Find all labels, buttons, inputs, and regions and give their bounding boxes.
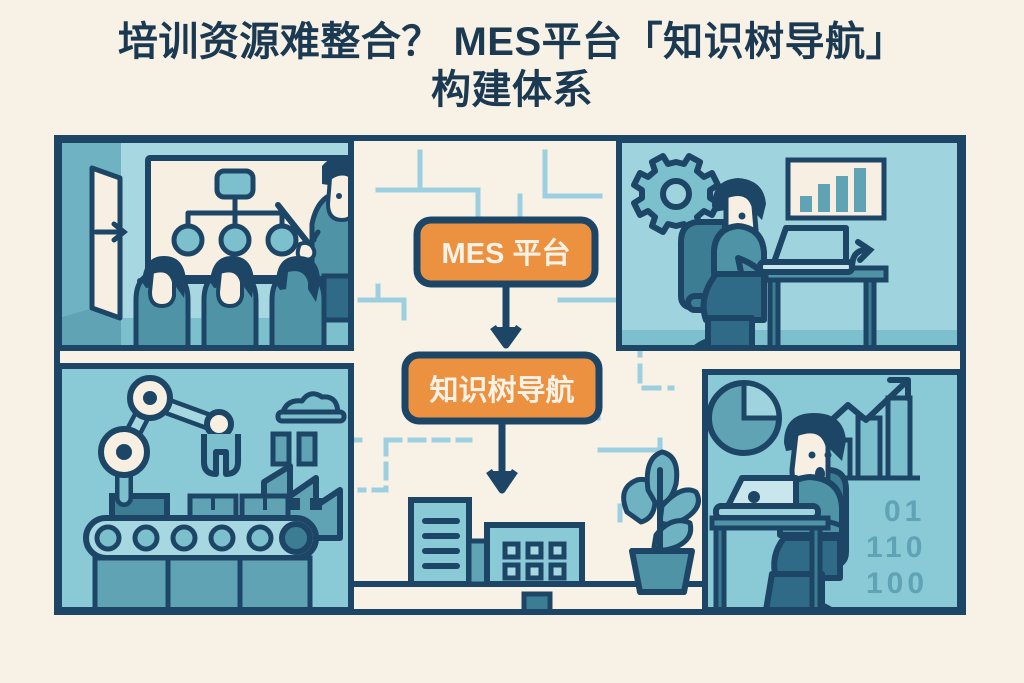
analyst-laptop xyxy=(713,475,821,521)
trace-3 xyxy=(542,149,603,199)
conveyor-belt xyxy=(83,515,319,610)
tall-building xyxy=(408,497,490,587)
robotic-arm xyxy=(98,375,241,527)
student-3 xyxy=(269,256,327,348)
binary-line-1: 01 xyxy=(884,495,925,528)
outer-frame xyxy=(54,135,966,615)
page-title-text: 培训资源难整合？ MES平台「知识树导航」 xyxy=(117,20,907,64)
laptop xyxy=(757,225,855,275)
panel-office-analytics xyxy=(616,137,963,351)
node-knowledge-tree-label: 知识树导航 xyxy=(429,373,574,407)
binary-line-2: 110 xyxy=(866,531,926,564)
bar-chart-poster xyxy=(785,157,887,221)
potted-plant xyxy=(621,449,701,595)
student-1 xyxy=(133,256,191,348)
trace-5 xyxy=(357,297,407,321)
worker-at-laptop xyxy=(700,178,769,348)
flow-diagram: MES 平台 知识树导航 xyxy=(401,216,603,494)
trace-14 xyxy=(617,503,703,523)
gear-icon xyxy=(631,153,721,235)
flow-arrow-1-head xyxy=(490,324,522,349)
panel-training-room xyxy=(56,137,354,351)
flow-arrow-2-head xyxy=(486,469,518,494)
trace-2 xyxy=(417,187,481,221)
student-2 xyxy=(201,256,259,348)
trace-13 xyxy=(597,437,663,453)
trace-10 xyxy=(357,437,389,493)
binary-digits: 01 110 100 xyxy=(866,495,928,600)
node-mes-platform-label: MES 平台 xyxy=(442,236,571,270)
tree-diagram-icon xyxy=(171,168,299,257)
page-title: 培训资源难整合？ MES平台「知识树导航」构建体系 xyxy=(0,18,1024,114)
binary-line-3: 100 xyxy=(866,567,928,600)
panel-enterprise-center xyxy=(351,449,705,615)
pie-chart-icon xyxy=(706,380,782,456)
panel-data-analyst: 01 110 100 xyxy=(702,369,963,613)
smoke-cloud xyxy=(275,391,347,424)
page-title-line2: 构建体系 xyxy=(431,68,593,112)
panel-factory-line xyxy=(56,363,354,613)
trace-8 xyxy=(637,337,675,391)
